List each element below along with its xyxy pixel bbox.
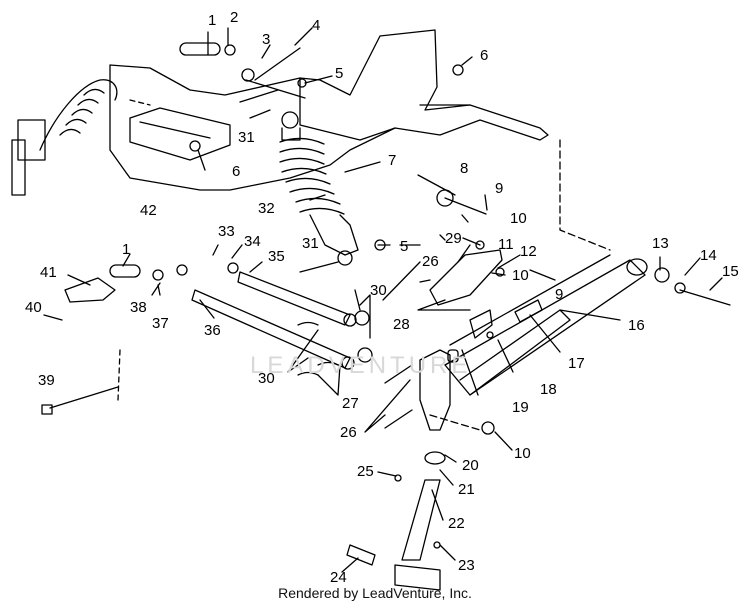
- callout-label: 23: [458, 557, 475, 574]
- callout-label: 11: [498, 236, 514, 253]
- callout-label: 16: [628, 317, 645, 334]
- callout-label: 6: [232, 163, 240, 180]
- callout-label: 28: [393, 316, 410, 333]
- a-arm-16: [444, 254, 648, 396]
- callout-label: 1: [122, 241, 130, 258]
- callout-label: 34: [244, 233, 261, 250]
- callout-label: 40: [25, 299, 42, 316]
- left-shock-spring: [11, 79, 118, 196]
- callout-numbers: 1 2 3 4 5 6 6 7 8 9 10 31 32 42 33 34 35…: [25, 9, 739, 586]
- bushing-24: [346, 544, 376, 566]
- callout-label: 5: [335, 65, 343, 82]
- callout-label: 9: [555, 286, 563, 303]
- callout-label: 31: [238, 129, 255, 146]
- callout-label: 27: [342, 395, 359, 412]
- callout-label: 31: [302, 235, 319, 252]
- callout-label: 17: [568, 355, 585, 372]
- callout-label: 30: [258, 370, 275, 387]
- callout-label: 6: [480, 47, 488, 64]
- callout-label: 15: [722, 263, 739, 280]
- callout-label: 10: [512, 267, 529, 284]
- callout-label: 13: [652, 235, 669, 252]
- callout-label: 39: [38, 372, 55, 389]
- callout-label: 35: [268, 248, 285, 265]
- callout-label: 30: [370, 282, 387, 299]
- callout-label: 26: [422, 253, 439, 270]
- link-11: [429, 249, 503, 306]
- callout-label: 5: [400, 238, 408, 255]
- bolt-39: [49, 386, 119, 409]
- chassis-frame: [109, 29, 549, 191]
- tube-35: [237, 271, 351, 326]
- callout-label: 9: [495, 180, 503, 197]
- callout-label: 37: [152, 315, 169, 332]
- callout-label: 3: [262, 31, 270, 48]
- callout-label: 10: [510, 210, 527, 227]
- callout-label: 21: [458, 481, 475, 498]
- chassis-rib: [299, 77, 396, 141]
- callout-label: 1: [208, 12, 216, 29]
- callout-label: 10: [514, 445, 531, 462]
- callout-label: 24: [330, 569, 347, 586]
- callout-label: 20: [462, 457, 479, 474]
- callout-label: 25: [357, 463, 374, 480]
- callout-label: 19: [512, 399, 529, 416]
- callout-label: 18: [540, 381, 557, 398]
- callout-label: 29: [445, 230, 462, 247]
- watermark: LEADVENTURE: [250, 352, 472, 379]
- callout-label: 38: [130, 299, 147, 316]
- callout-label: 32: [258, 200, 275, 217]
- callout-label: 41: [40, 264, 57, 281]
- bracket-41: [64, 277, 116, 303]
- callout-label: 33: [218, 223, 235, 240]
- callout-label: 26: [340, 424, 357, 441]
- bracket-42: [129, 107, 231, 161]
- callout-label: 14: [700, 247, 717, 264]
- callout-label: 2: [230, 9, 238, 26]
- footer-credit: Rendered by LeadVenture, Inc.: [278, 585, 472, 601]
- callout-label: 12: [520, 243, 537, 260]
- callout-label: 36: [204, 322, 221, 339]
- callout-label: 4: [312, 17, 320, 34]
- callout-label: 8: [460, 160, 468, 177]
- callout-label: 22: [448, 515, 465, 532]
- main-shock-32: [279, 111, 359, 266]
- spindle-22: [394, 349, 459, 591]
- callout-label: 7: [388, 152, 396, 169]
- callout-label: 42: [140, 202, 157, 219]
